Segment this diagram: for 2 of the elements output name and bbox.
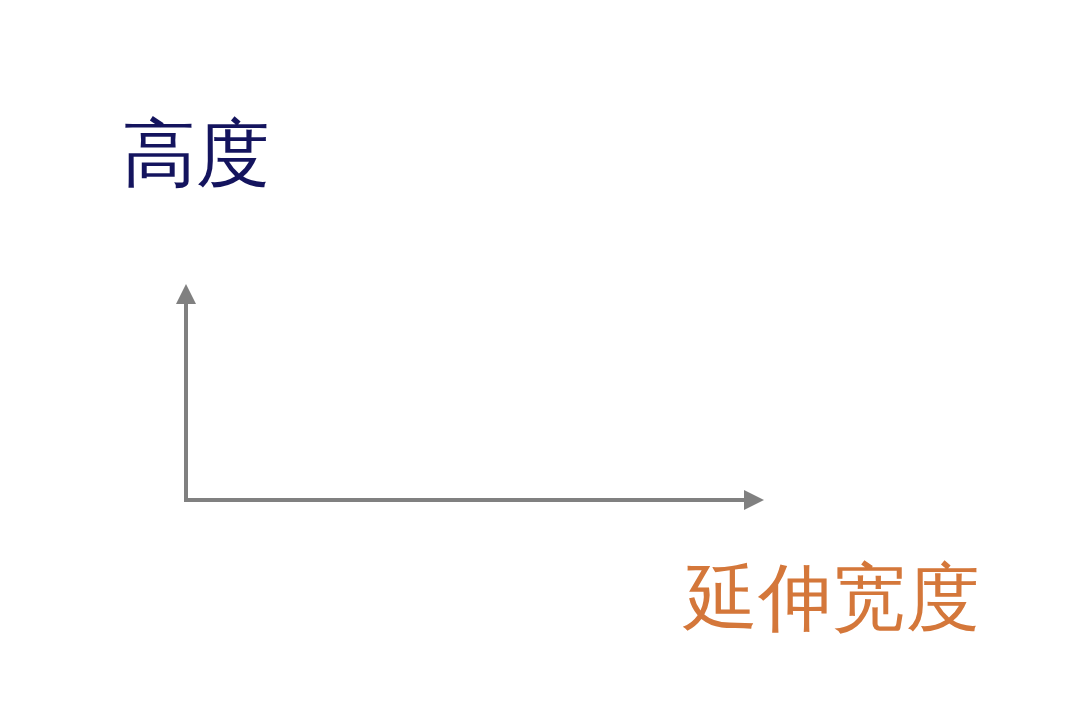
axis-label: 高度 — [122, 116, 270, 190]
axis-label: 延伸宽度 — [684, 560, 980, 634]
